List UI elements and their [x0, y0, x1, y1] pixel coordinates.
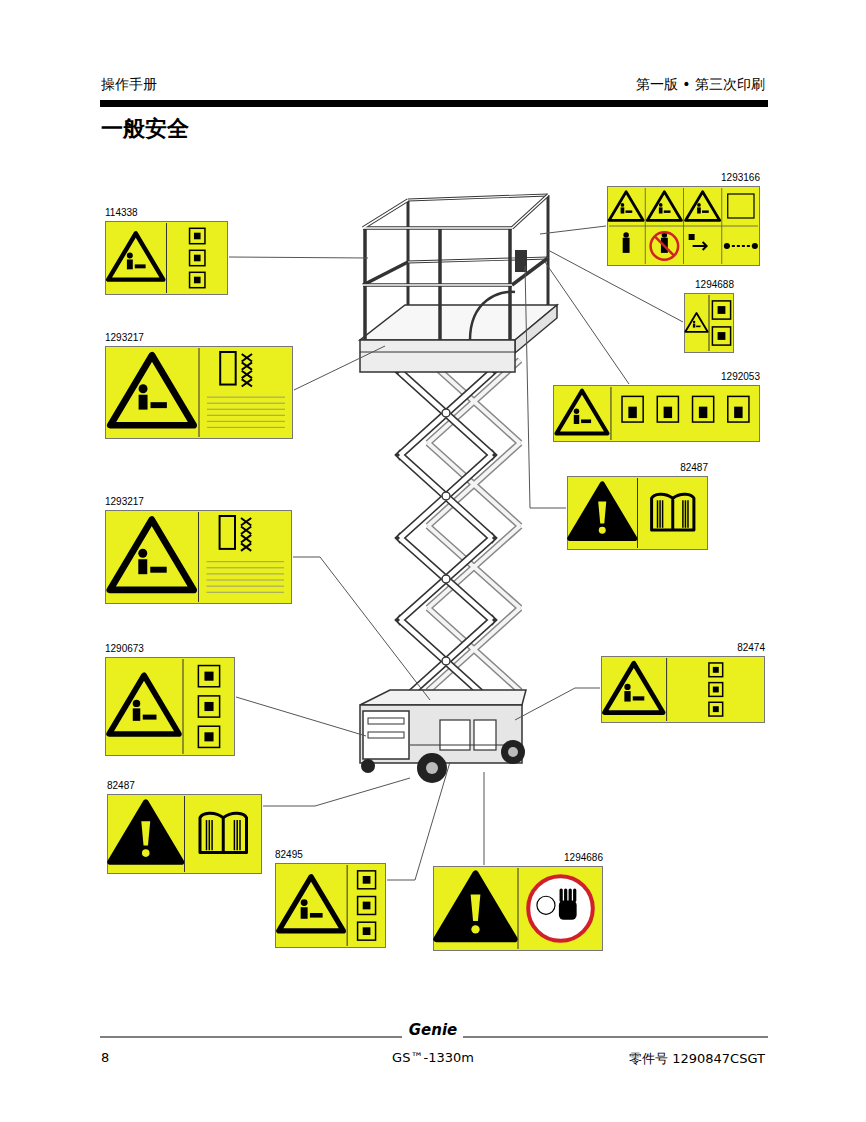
safety-decal: 1294688 [684, 278, 734, 353]
safety-decal: 1293217 [105, 495, 292, 604]
header-text: 第一版 • 第三次印刷 [636, 76, 765, 94]
decal-graphic [553, 385, 760, 442]
decal-graphic [567, 476, 708, 550]
decal-part-number: 1294688 [684, 278, 734, 291]
safety-decal: 1290673 [105, 642, 235, 756]
safety-decal: 82474 [601, 641, 765, 723]
decal-graphic [107, 794, 262, 874]
decal-graphic [105, 657, 235, 756]
decal-part-number: 1290673 [105, 642, 235, 655]
decal-part-number: 1294686 [433, 851, 603, 864]
safety-decal: 1294686 [433, 851, 603, 951]
safety-decal: 114338 [105, 206, 228, 295]
safety-decal: 1293166 [607, 171, 760, 266]
decal-graphic [607, 186, 760, 266]
decal-part-number: 82495 [275, 848, 386, 861]
decal-graphic [105, 346, 293, 439]
decal-graphic [433, 866, 603, 951]
decal-graphic [105, 510, 292, 604]
decal-graphic [601, 656, 765, 723]
decal-part-number: 82474 [601, 641, 765, 654]
decal-part-number: 82487 [107, 779, 262, 792]
safety-decal: 1293217 [105, 331, 293, 439]
page-title: 一般安全 [101, 114, 189, 144]
safety-decal: 82487 [107, 779, 262, 874]
safety-decal: 1292053 [553, 370, 760, 442]
decal-graphic [105, 221, 228, 295]
decal-part-number: 114338 [105, 206, 228, 219]
decal-part-number: 1293166 [607, 171, 760, 184]
decal-part-number: 82487 [567, 461, 708, 474]
footer-text: 8 [101, 1050, 109, 1065]
safety-decal: 82495 [275, 848, 386, 948]
decal-graphic [275, 863, 386, 948]
header-bar [100, 100, 768, 107]
footer-text: 零件号 1290847CSGT [629, 1050, 765, 1068]
decal-part-number: 1293217 [105, 495, 292, 508]
brand-logo: Genie [409, 1021, 457, 1039]
decal-graphic [684, 293, 734, 353]
decal-part-number: 1292053 [553, 370, 760, 383]
decal-part-number: 1293217 [105, 331, 293, 344]
safety-decal: 82487 [567, 461, 708, 550]
header-text: 操作手册 [101, 76, 157, 94]
footer-text: GS™-1330m [392, 1050, 474, 1065]
